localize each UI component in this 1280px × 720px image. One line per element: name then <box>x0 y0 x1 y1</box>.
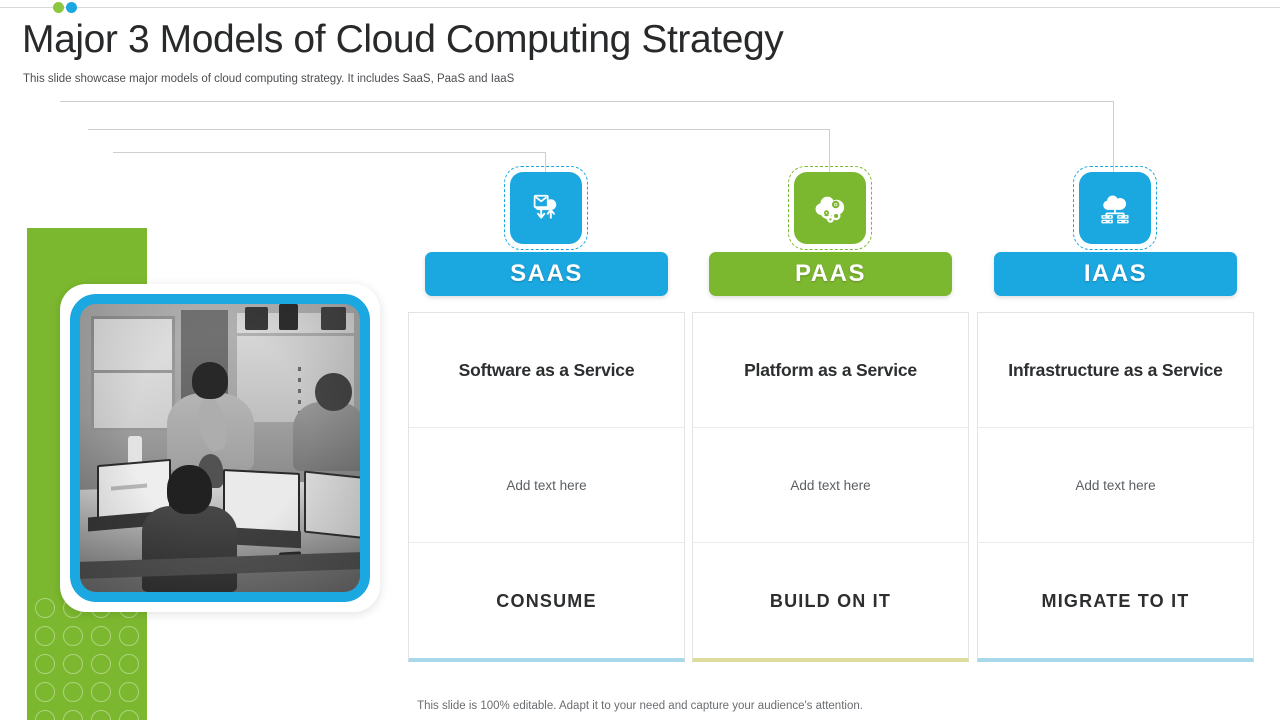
icon-area-iaas <box>974 166 1256 250</box>
saas-placeholder-text: Add text here <box>506 477 587 493</box>
table-row: BUILD ON IT <box>693 543 968 659</box>
photo-frame <box>70 294 370 602</box>
table-row[interactable]: Add text here <box>693 428 968 543</box>
column-paas: PAAS Platform as a Service Add text here… <box>689 166 971 662</box>
badge-saas-label: SAAS <box>510 260 583 287</box>
table-row: MIGRATE TO IT <box>978 543 1253 659</box>
badge-saas[interactable]: SAAS <box>425 252 668 296</box>
decorative-dot-green <box>53 2 64 13</box>
cloud-server-rack-icon <box>1073 166 1157 250</box>
decorative-circle-grid <box>35 598 147 720</box>
table-row[interactable]: Add text here <box>409 428 684 543</box>
panel-saas: Software as a Service Add text here CONS… <box>408 312 685 662</box>
table-row: Infrastructure as a Service <box>978 313 1253 428</box>
saas-action-label: CONSUME <box>496 590 597 611</box>
connector-bracket-outer <box>60 101 1114 229</box>
icon-area-paas <box>689 166 971 250</box>
table-row: CONSUME <box>409 543 684 659</box>
panel-paas: Platform as a Service Add text here BUIL… <box>692 312 969 662</box>
paas-placeholder-text: Add text here <box>790 477 871 493</box>
icon-area-saas <box>405 166 687 250</box>
decorative-dot-blue <box>66 2 77 13</box>
iaas-placeholder-text: Add text here <box>1075 477 1156 493</box>
photo-card <box>60 284 380 612</box>
badge-iaas[interactable]: IAAS <box>994 252 1237 296</box>
cloud-gears-icon <box>788 166 872 250</box>
table-row: Software as a Service <box>409 313 684 428</box>
saas-full-name: Software as a Service <box>458 359 635 380</box>
team-photo-image <box>80 304 360 592</box>
page-title: Major 3 Models of Cloud Computing Strate… <box>22 18 784 61</box>
column-iaas: IAAS Infrastructure as a Service Add tex… <box>974 166 1256 662</box>
footer-note: This slide is 100% editable. Adapt it to… <box>417 700 863 712</box>
table-row: Platform as a Service <box>693 313 968 428</box>
badge-iaas-label: IAAS <box>1083 260 1148 287</box>
badge-paas[interactable]: PAAS <box>709 252 952 296</box>
cloud-document-sync-icon <box>504 166 588 250</box>
badge-paas-label: PAAS <box>795 260 866 287</box>
iaas-full-name: Infrastructure as a Service <box>1008 359 1223 380</box>
iaas-action-label: MIGRATE TO IT <box>1041 590 1190 611</box>
paas-action-label: BUILD ON IT <box>769 590 892 611</box>
page-subtitle: This slide showcase major models of clou… <box>23 73 515 85</box>
top-divider <box>0 7 1280 8</box>
column-saas: SAAS Software as a Service Add text here… <box>405 166 687 662</box>
panel-iaas: Infrastructure as a Service Add text her… <box>977 312 1254 662</box>
paas-full-name: Platform as a Service <box>744 359 917 380</box>
table-row[interactable]: Add text here <box>978 428 1253 543</box>
